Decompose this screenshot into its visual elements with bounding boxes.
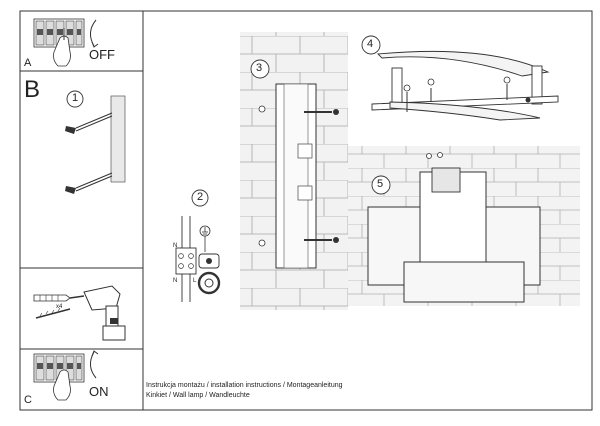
lamp-icon: [367, 152, 541, 303]
step-3-illustration: [240, 32, 348, 310]
step-2-circle: [191, 189, 209, 207]
sheet-border: [19, 10, 593, 411]
step-2-number: 2: [197, 191, 204, 203]
quantity-label: x4: [56, 304, 63, 310]
step-4-circle: [361, 35, 381, 55]
neutral-label-2: N: [173, 278, 178, 284]
tools-illustration: [33, 285, 126, 341]
step-1-number: 1: [72, 92, 79, 104]
screw-icon: [35, 307, 71, 319]
step-3-number: 3: [256, 62, 263, 74]
hand-icon: [53, 369, 71, 401]
breaker-on-illustration: [33, 350, 99, 401]
terminal-block-icon: [175, 216, 197, 302]
caption-line-1: Instrukcja montażu / installation instru…: [146, 382, 343, 389]
wall-section: [110, 95, 126, 183]
step-3-circle: [250, 59, 270, 79]
breaker-icon: [33, 18, 85, 48]
breaker-icon: [33, 353, 85, 383]
caption-line-2: Kinkiet / Wall lamp / Wandleuchte: [146, 392, 250, 399]
hand-icon: [53, 28, 71, 67]
step-5-illustration: [348, 146, 580, 306]
section-label-b: B: [24, 76, 41, 103]
step-4-number: 4: [367, 38, 374, 50]
step-4-illustration: [361, 35, 559, 121]
on-label: ON: [89, 384, 109, 399]
screw-icon: [304, 109, 339, 243]
live-label: L: [193, 278, 197, 284]
off-label: OFF: [89, 47, 115, 62]
section-label-c: C: [24, 394, 32, 406]
step-1-circle: [66, 90, 84, 108]
wall-plug-icon: [33, 294, 71, 302]
section-label-a: A: [24, 57, 32, 69]
step-5-number: 5: [377, 178, 384, 190]
arrow-icon: [90, 19, 97, 47]
earth-symbol-icon: [199, 225, 211, 252]
wire-icon: [65, 112, 113, 194]
step-2-illustration: [175, 189, 221, 302]
step-1-illustration: [65, 90, 126, 194]
arrow-icon: [90, 351, 97, 379]
drill-icon: [69, 285, 126, 341]
step-5-circle: [371, 175, 391, 195]
neutral-label: N: [173, 243, 178, 249]
ground-connector: [197, 253, 221, 295]
breaker-off-illustration: [33, 18, 99, 67]
